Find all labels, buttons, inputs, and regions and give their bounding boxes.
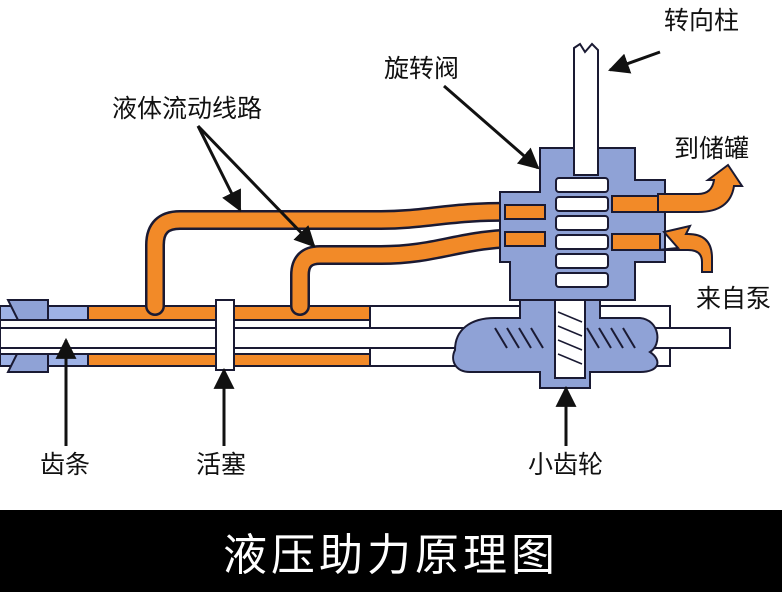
rack-teeth: [494, 327, 636, 349]
callout-steering-column: [608, 50, 661, 74]
label-from-pump: 来自泵: [696, 284, 772, 313]
diagram-title: 液压助力原理图: [223, 530, 559, 581]
pump-supply-arrow: [657, 224, 713, 273]
label-fluid-lines: 液体流动线路: [112, 94, 263, 123]
label-steering-column: 转向柱: [664, 6, 740, 35]
label-rack: 齿条: [40, 450, 91, 479]
fluid-lines: [145, 201, 535, 316]
label-rotary-valve: 旋转阀: [384, 54, 460, 83]
callout-fluid-line-lower: [196, 124, 316, 248]
piston: [215, 299, 235, 371]
return-to-reservoir-arrow: [657, 163, 744, 213]
steering-column-shaft: [555, 42, 609, 288]
pinion-gear: [554, 299, 586, 379]
callout-fluid-line-upper: [196, 125, 242, 212]
callout-rotary-valve: [443, 84, 540, 170]
label-pinion: 小齿轮: [528, 450, 604, 479]
callout-arrows: [55, 50, 661, 446]
hydraulic-power-steering-diagram: [0, 42, 744, 446]
title-banner: 液压助力原理图: [0, 510, 782, 592]
label-piston: 活塞: [196, 450, 247, 479]
label-to-reservoir: 到储罐: [674, 134, 750, 163]
